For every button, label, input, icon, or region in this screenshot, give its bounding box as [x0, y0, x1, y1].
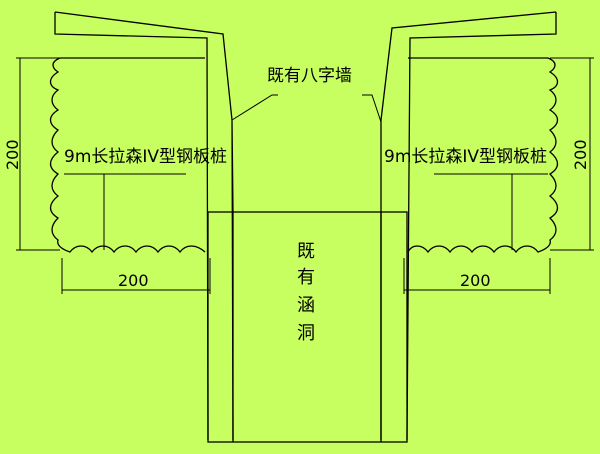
culvert-label-char-2: 有 — [297, 267, 315, 288]
dim-right-vertical: 200 — [571, 139, 590, 170]
left-wingwall — [54, 11, 234, 441]
dim-left-vertical: 200 — [3, 139, 22, 170]
left-sheet-pile-enclosure — [49, 57, 206, 254]
culvert-body — [207, 211, 408, 443]
left-pile-label: 9m长拉森IV型钢板桩 — [64, 147, 227, 167]
wingwall-label: 既有八字墙 — [267, 66, 352, 86]
culvert-label-char-4: 洞 — [297, 323, 315, 344]
right-sheet-pile-enclosure — [407, 57, 559, 254]
right-pile-label: 9m长拉森IV型钢板桩 — [384, 147, 547, 167]
dim-left-horizontal: 200 — [118, 271, 149, 290]
culvert-label-char-1: 既 — [297, 241, 315, 262]
dim-right-horizontal: 200 — [460, 271, 491, 290]
culvert-label-char-3: 涵 — [297, 295, 315, 316]
